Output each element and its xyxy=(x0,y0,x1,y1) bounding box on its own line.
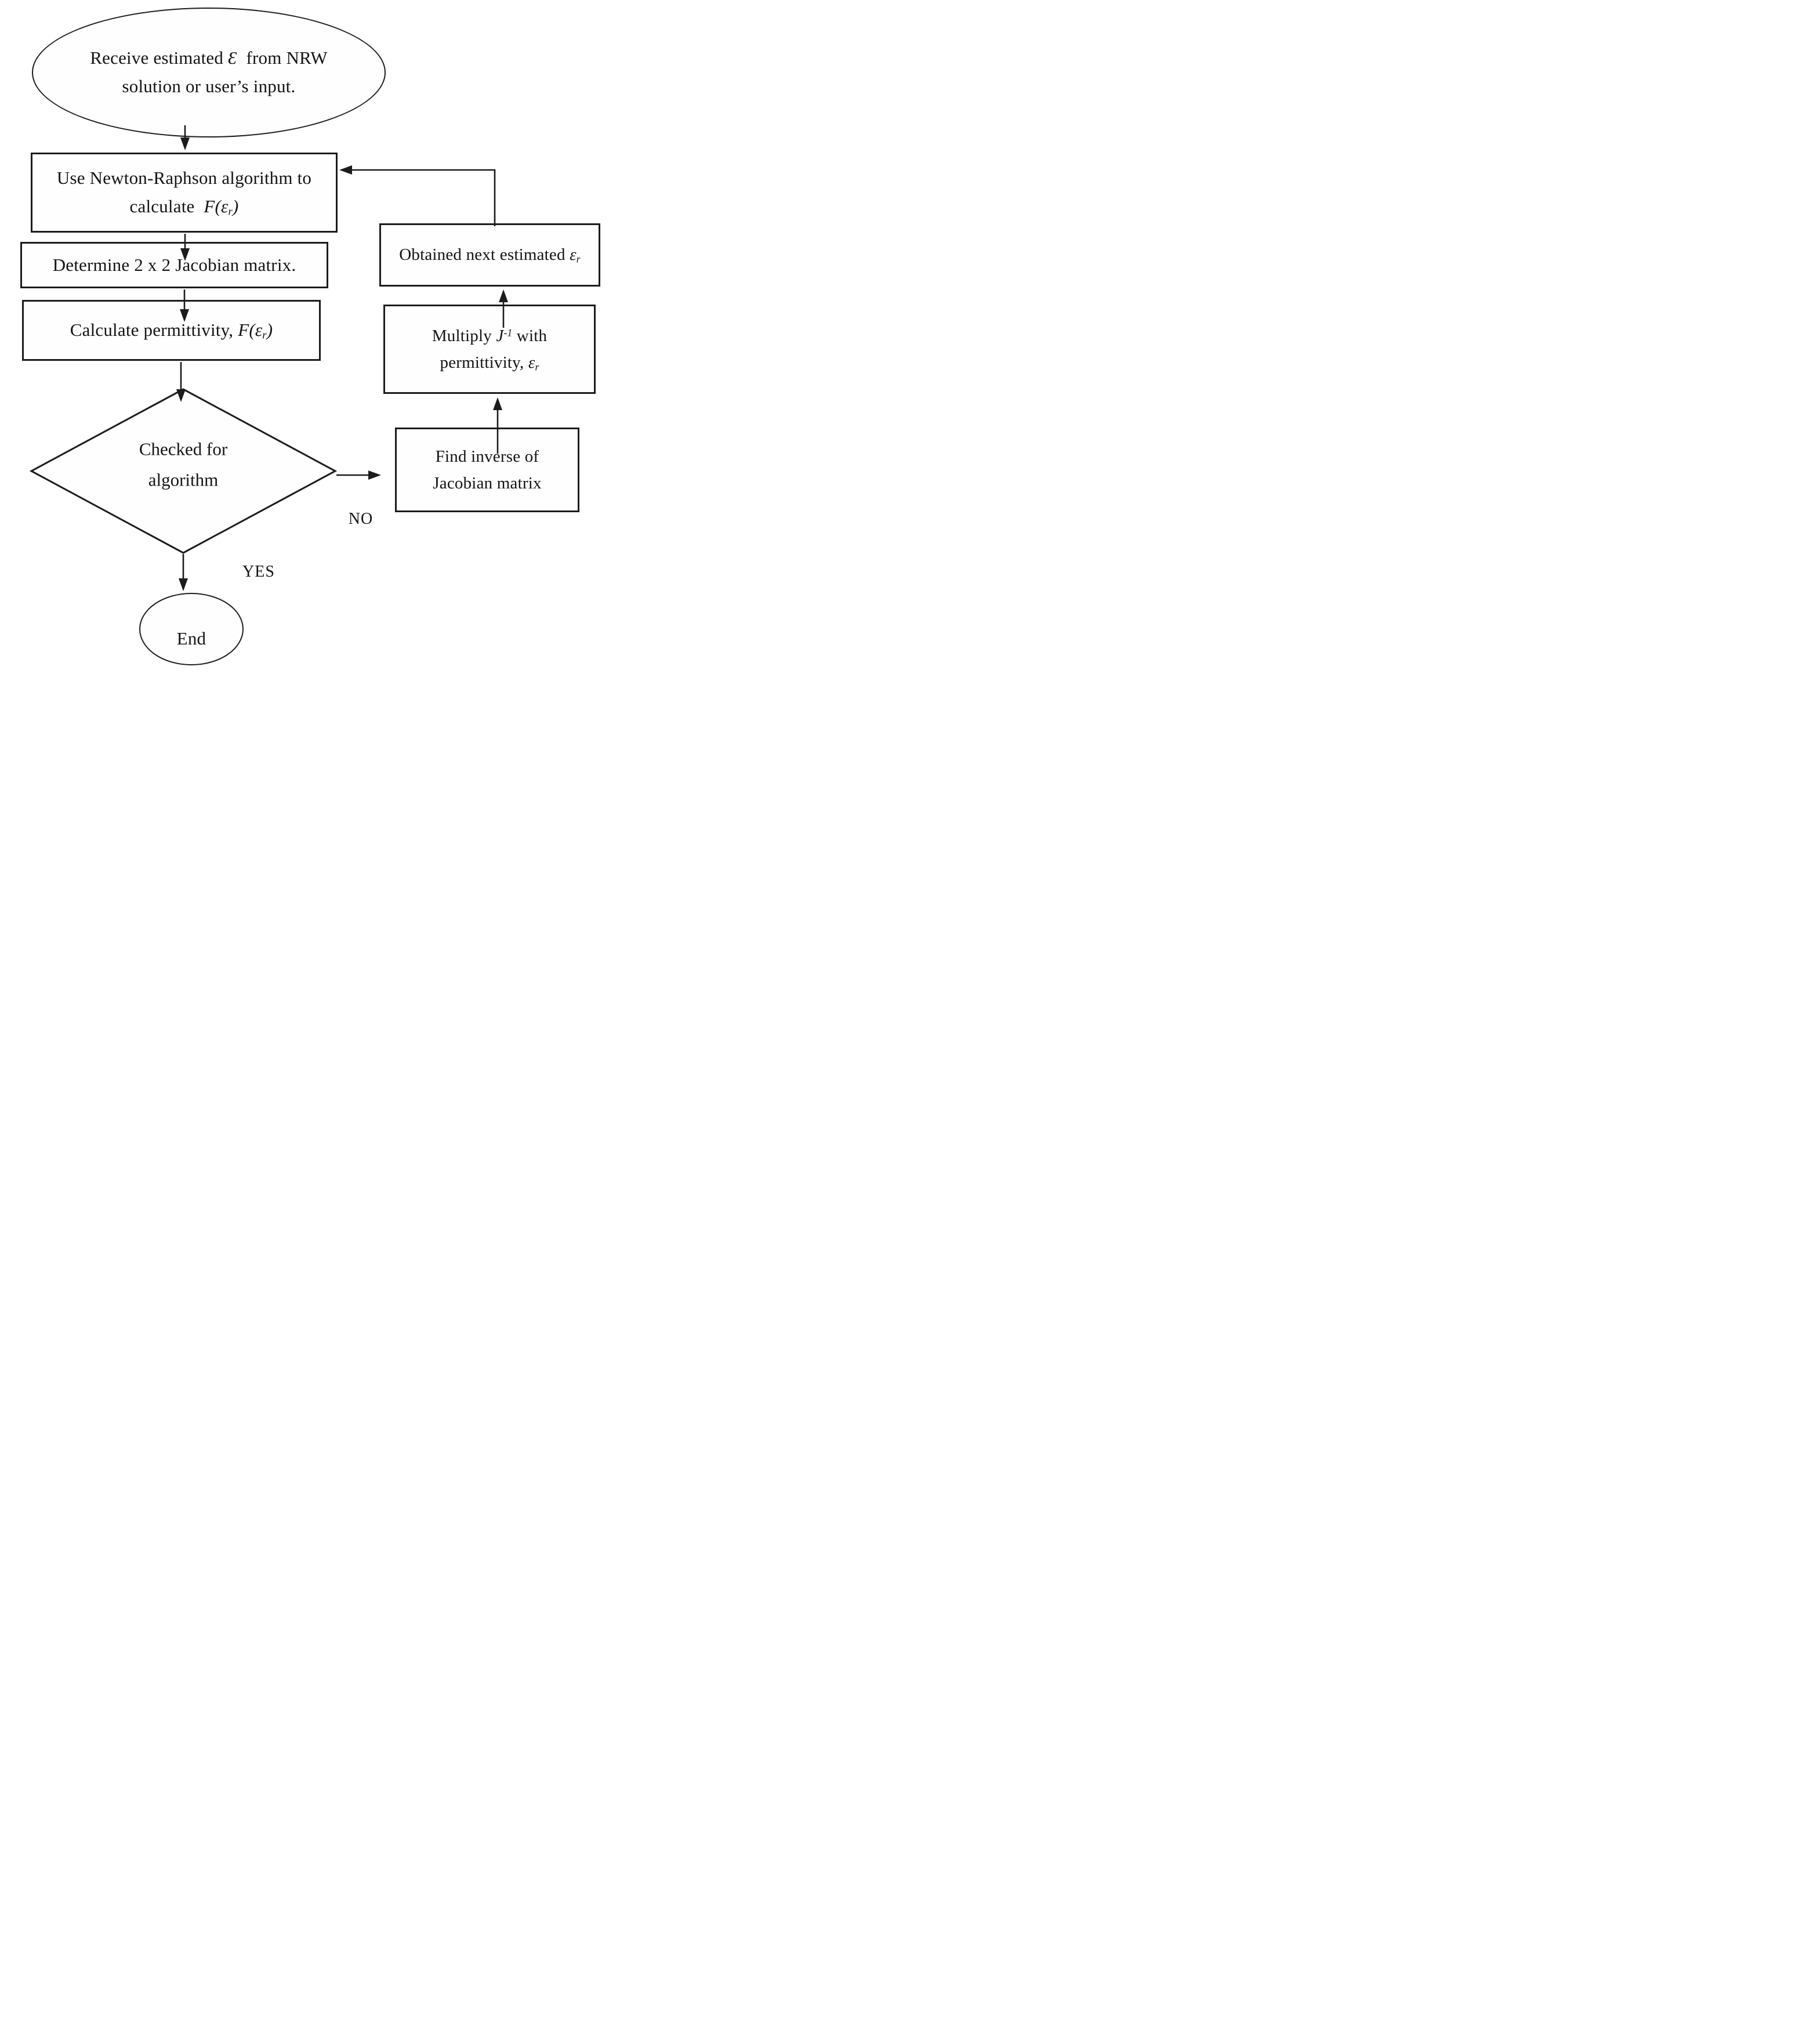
inverse-line1: Find inverse of xyxy=(435,447,539,466)
start-text-line2: solution or user’s input. xyxy=(122,76,296,96)
multiply-prefix: Multiply xyxy=(432,326,496,345)
arrow-obtained-to-newton-feedback xyxy=(339,165,496,226)
node-multiply-inverse-jacobian: Multiply J-1 with permittivity, εr xyxy=(383,305,596,394)
start-epsilon-symbol: Ɛ xyxy=(228,48,237,68)
permittivity-prefix: Calculate permittivity, xyxy=(70,320,238,341)
inverse-text: Find inverse of Jacobian matrix xyxy=(433,443,541,497)
flowchart-canvas: Receive estimated Ɛ from NRW solution or… xyxy=(0,0,607,676)
permittivity-math-f-epsilon: F(ε xyxy=(238,320,263,341)
jacobian-text: Determine 2 x 2 Jacobian matrix. xyxy=(52,254,296,275)
permittivity-math-close-paren: ) xyxy=(266,320,273,341)
obtained-subscript-r: r xyxy=(576,253,581,265)
newton-math-close-paren: ) xyxy=(232,196,239,216)
node-start-terminal: Receive estimated Ɛ from NRW solution or… xyxy=(32,8,386,137)
multiply-with: with xyxy=(512,326,548,345)
newton-math-subscript-r: r xyxy=(228,205,233,218)
multiply-subscript-r: r xyxy=(535,361,539,373)
newton-math-f-epsilon: F(ε xyxy=(204,196,229,216)
node-start-text: Receive estimated Ɛ from NRW solution or… xyxy=(90,44,327,101)
edge-label-yes: YES xyxy=(242,563,275,581)
newton-line1: Use Newton-Raphson algorithm to xyxy=(56,168,312,189)
multiply-epsilon: ε xyxy=(528,353,535,372)
multiply-superscript-minus1: -1 xyxy=(503,326,513,338)
multiply-math-j: J xyxy=(496,326,504,345)
start-text-suffix: from NRW xyxy=(237,48,328,68)
decision-line1: Checked for xyxy=(139,439,228,459)
multiply-line2-prefix: permittivity, xyxy=(440,353,528,372)
newton-line2-prefix: calculate xyxy=(129,196,204,216)
node-find-inverse-jacobian: Find inverse of Jacobian matrix xyxy=(395,428,579,512)
decision-line2: algorithm xyxy=(148,470,219,490)
obtained-prefix: Obtained next estimated xyxy=(399,245,570,265)
end-text: End xyxy=(176,628,206,649)
node-newton-text: Use Newton-Raphson algorithm to calculat… xyxy=(57,164,311,221)
node-obtained-next-estimate: Obtained next estimated εr xyxy=(379,223,600,287)
permittivity-text: Calculate permittivity, F(εr) xyxy=(70,316,273,345)
inverse-line2: Jacobian matrix xyxy=(433,474,542,492)
permittivity-math-subscript-r: r xyxy=(262,329,267,342)
multiply-text: Multiply J-1 with permittivity, εr xyxy=(432,323,547,376)
node-end-terminal: End xyxy=(139,593,244,665)
node-newton-raphson: Use Newton-Raphson algorithm to calculat… xyxy=(31,153,338,233)
obtained-epsilon: ε xyxy=(570,245,577,265)
edge-label-no: NO xyxy=(348,510,374,528)
start-text-prefix: Receive estimated xyxy=(90,48,229,68)
node-calculate-permittivity: Calculate permittivity, F(εr) xyxy=(22,300,321,361)
node-determine-jacobian: Determine 2 x 2 Jacobian matrix. xyxy=(20,242,328,288)
obtained-text: Obtained next estimated εr xyxy=(399,241,581,268)
decision-text: Checked for algorithm xyxy=(96,434,270,496)
